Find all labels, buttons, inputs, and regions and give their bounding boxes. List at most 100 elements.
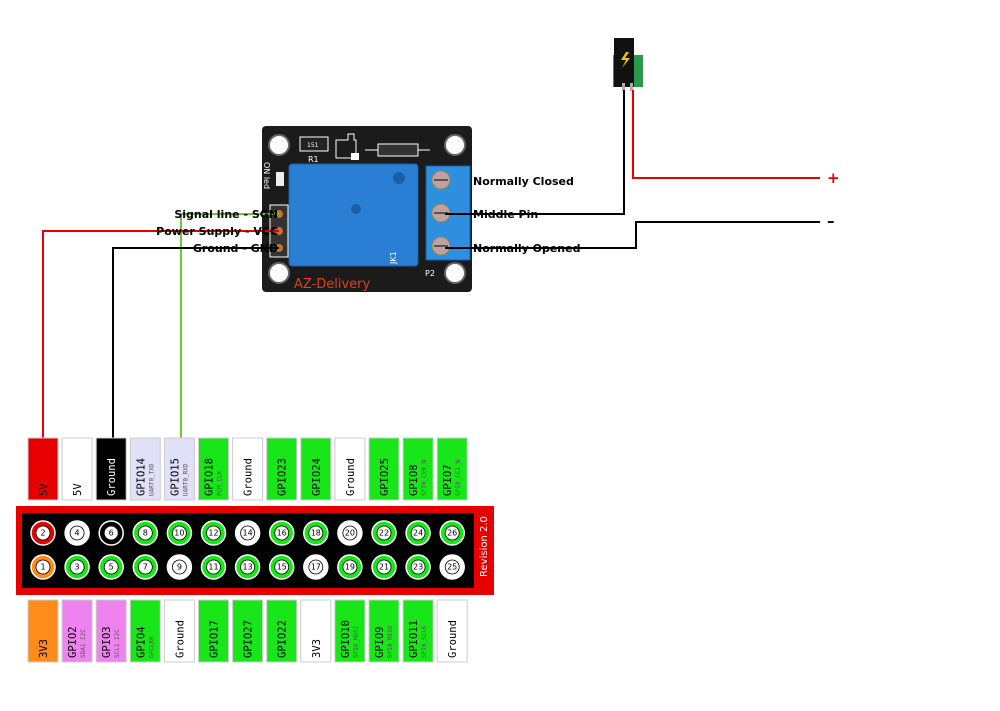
pin-number: 19 [345, 563, 355, 572]
header-pin: 23 [405, 554, 431, 580]
brand-logo: AZ-Delivery [294, 277, 371, 292]
bottom-pin-box [266, 599, 298, 663]
relay-body [288, 163, 419, 267]
pin-center [69, 559, 85, 575]
wire-minus [445, 221, 820, 249]
pin-number: 20 [345, 529, 355, 538]
top-pin-box [163, 437, 195, 501]
header-pin: 3 [64, 554, 90, 580]
pin-center [444, 525, 460, 541]
bottom-pin-name: 3V3 [311, 639, 323, 658]
top-pin-name: GPIO25 [379, 458, 391, 496]
pin-center [103, 559, 119, 575]
on-led [276, 172, 284, 186]
label-normally-opened: Normally Opened [473, 242, 580, 255]
relay-dot [351, 204, 361, 214]
header-pin: 5 [98, 554, 124, 580]
top-pin-box [402, 437, 434, 501]
pin-number: 12 [208, 529, 218, 538]
pin-center [240, 559, 256, 575]
header-pin: 13 [234, 554, 261, 580]
wire-gnd [112, 247, 279, 438]
pin-center [69, 525, 85, 541]
pin-number: 17 [311, 563, 321, 572]
pin-center [171, 559, 187, 575]
bottom-pin-name: GPIO27 [243, 620, 255, 658]
bottom-pin-box [27, 599, 59, 663]
top-pin-name: GPIO7 [442, 464, 454, 496]
relay-dot [393, 172, 405, 184]
mount-hole [444, 262, 466, 284]
wires [42, 90, 820, 438]
bottom-pin-function: SCL1 I2C [114, 629, 121, 658]
top-pin-function: PCM_CLK [217, 470, 224, 496]
bottom-pin-box [198, 599, 229, 663]
pin-number: 10 [174, 529, 184, 538]
top-pin-name: Ground [106, 458, 118, 496]
lightning-icon [621, 52, 630, 68]
wire-vcc [42, 230, 279, 438]
pin-number: 3 [75, 563, 80, 572]
pin-number: 14 [243, 529, 253, 538]
top-pin-box [232, 437, 264, 501]
pin-center [444, 559, 460, 575]
smd-part [351, 153, 359, 160]
header-pin: 24 [405, 520, 431, 546]
wire-plus [632, 90, 820, 179]
pin-center [410, 559, 426, 575]
top-pin-name: Ground [345, 458, 357, 496]
jack-body [614, 38, 634, 87]
header-pin: 25 [439, 554, 465, 580]
pin-number: 11 [208, 563, 218, 572]
top-pin-function: UART0_TXD [148, 463, 155, 496]
bottom-pin-box [436, 599, 468, 663]
bottom-pin-name: GPIO10 [340, 620, 352, 658]
top-pin-name: 5V [72, 483, 84, 496]
revision-label: Revision 2.0 [479, 516, 490, 577]
top-pin-box [436, 437, 468, 501]
bottom-pin-name: GPIO11 [408, 620, 420, 658]
relay-module: 151 R1 ON led JK1 P2 AZ-Delivery [262, 126, 472, 292]
bottom-pin-name: GPIO3 [101, 626, 113, 658]
pin-number: 23 [413, 563, 423, 572]
top-pin-name: 5V [38, 483, 50, 496]
header-pin: 6 [98, 520, 124, 546]
resistor [299, 136, 329, 152]
top-pin-name: GPIO18 [204, 458, 216, 496]
top-pin-name: GPIO24 [311, 458, 323, 496]
label-normally-closed: Normally Closed [473, 175, 574, 188]
bottom-pin-function: GPCLK0 [148, 636, 155, 658]
label-middle-pin: Middle Pin [473, 208, 538, 221]
bottom-pin-name: GPIO9 [374, 626, 386, 658]
top-pin-box [266, 437, 298, 501]
top-pin-box [368, 437, 400, 501]
bottom-pin-box [232, 599, 264, 663]
pin-center [410, 525, 426, 541]
top-pin-name: GPIO8 [408, 464, 420, 496]
bottom-pin-function: SDA1 I2C [80, 629, 87, 658]
pin-center [171, 525, 187, 541]
power-jack [613, 38, 643, 91]
header-pin: 22 [371, 520, 397, 546]
diode [377, 143, 419, 157]
bottom-pin-box [334, 599, 366, 663]
header-pin: 8 [132, 520, 159, 546]
top-pin-box [300, 437, 332, 501]
pin-number: 22 [379, 529, 389, 538]
label-power-supply: Power Supply - VCC [156, 225, 278, 238]
top-pin-box [334, 437, 366, 501]
pin-number: 6 [109, 529, 114, 538]
pin-center [342, 525, 358, 541]
bottom-pin-name: GPIO17 [209, 620, 221, 658]
top-pin-name: GPIO23 [277, 458, 289, 496]
top-pin-function: UART0_RXD [182, 463, 189, 496]
pin-number: 7 [143, 563, 148, 572]
pin-number: 15 [277, 563, 287, 572]
bottom-pin-name: Ground [447, 620, 459, 658]
pin-center [274, 525, 290, 541]
resistor-value: 151 [307, 142, 319, 149]
minus-sign: – [827, 212, 835, 230]
